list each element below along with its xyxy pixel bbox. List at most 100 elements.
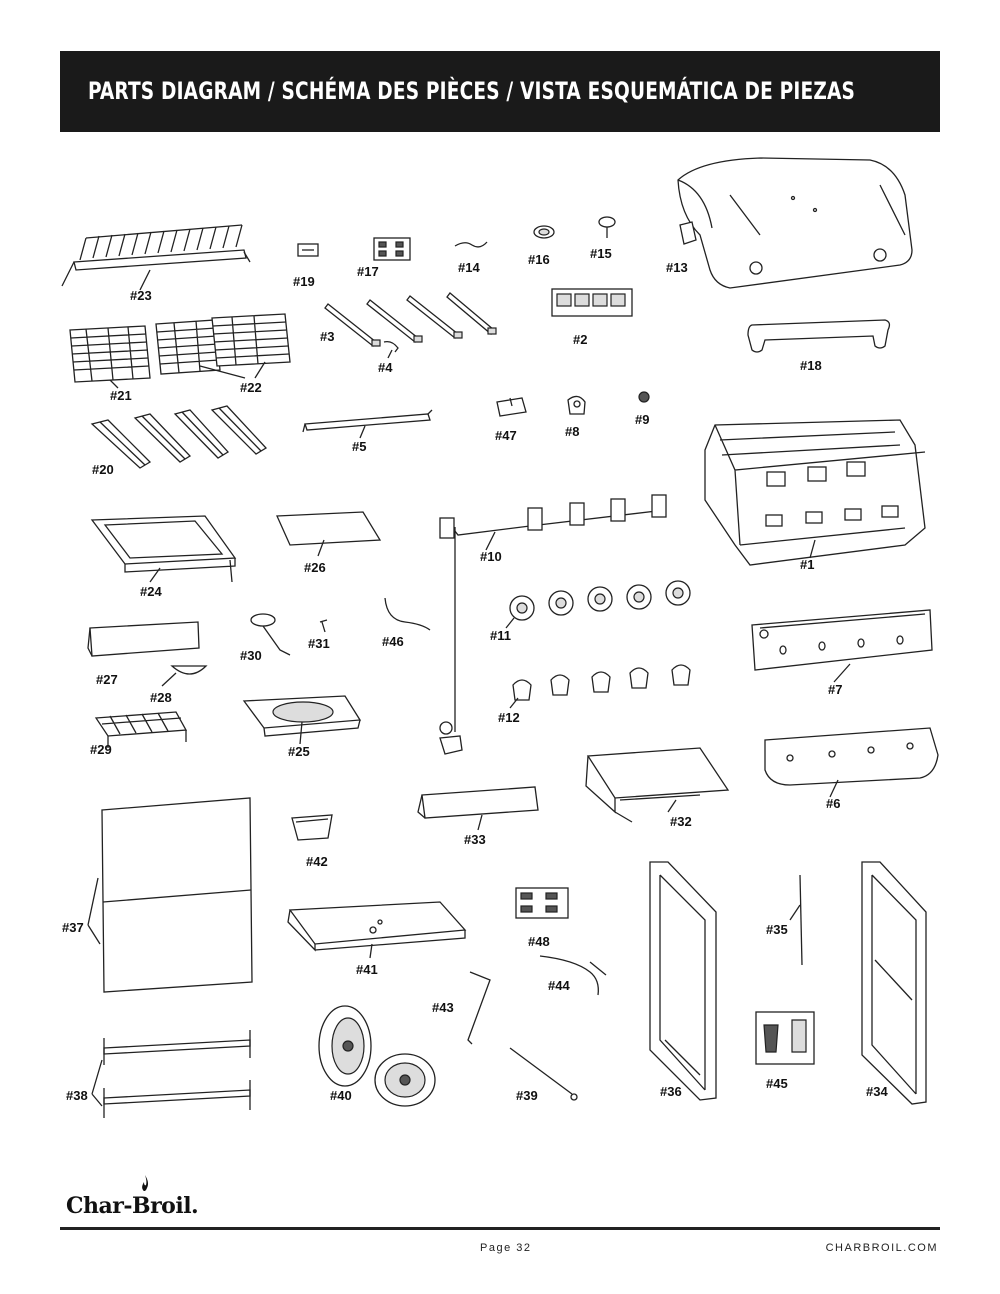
part-29-burner-grate <box>94 711 188 748</box>
website-link[interactable]: CHARBROIL.COM <box>825 1242 938 1254</box>
part-label-33: #33 <box>464 832 486 847</box>
footer-divider <box>60 1227 940 1230</box>
part-label-27: #27 <box>96 672 118 687</box>
part-8-clamp <box>567 395 586 415</box>
part-37-doors <box>101 797 253 993</box>
part-36-cart-side <box>649 861 717 1101</box>
part-label-41: #41 <box>356 962 378 977</box>
flame-icon <box>142 1175 149 1192</box>
part-label-35: #35 <box>766 922 788 937</box>
part-10-manifold <box>439 494 667 755</box>
part-42-grease-cup <box>291 814 333 841</box>
part-label-7: #7 <box>828 682 842 697</box>
part-4-burner-part <box>383 340 399 353</box>
part-label-24: #24 <box>140 584 162 599</box>
part-26-shelf-plate <box>276 511 382 546</box>
part-2-collector-boxes <box>551 288 633 317</box>
part-46-igniter-wire <box>384 597 431 631</box>
page-title: PARTS DIAGRAM / SCHÉMA DES PIÈCES / VIST… <box>88 77 856 105</box>
part-35-igniter-probe <box>799 874 803 966</box>
part-label-48: #48 <box>528 934 550 949</box>
part-label-30: #30 <box>240 648 262 663</box>
part-label-45: #45 <box>766 1076 788 1091</box>
part-45-hardware-bags <box>755 1011 815 1065</box>
part-21-22-cooking-grates <box>69 313 291 383</box>
part-label-47: #47 <box>495 428 517 443</box>
part-label-1: #1 <box>800 557 814 572</box>
brand-name: Char-Broil. <box>66 1193 199 1219</box>
part-label-21: #21 <box>110 388 132 403</box>
part-label-40: #40 <box>330 1088 352 1103</box>
part-label-22: #22 <box>240 380 262 395</box>
part-28-deflector <box>170 665 208 675</box>
part-label-43: #43 <box>432 1000 454 1015</box>
part-label-14: #14 <box>458 260 480 275</box>
part-label-36: #36 <box>660 1084 682 1099</box>
part-label-39: #39 <box>516 1088 538 1103</box>
part-12-knobs <box>512 664 691 701</box>
part-label-32: #32 <box>670 814 692 829</box>
part-40-wheels <box>318 1005 436 1107</box>
part-label-13: #13 <box>666 260 688 275</box>
part-9-electrode <box>638 391 650 403</box>
part-47-bracket <box>496 397 527 417</box>
brand-logo: Char-Broil. <box>66 1175 199 1219</box>
part-15-thermometer <box>598 216 616 238</box>
part-39-axle <box>509 1047 578 1101</box>
part-13-lid <box>677 157 913 289</box>
part-label-16: #16 <box>528 252 550 267</box>
part-11-knob-bezels <box>509 580 691 621</box>
part-24-side-shelf-frame <box>90 515 237 583</box>
part-23-warming-rack <box>61 224 251 287</box>
part-label-4: #4 <box>378 360 393 375</box>
part-1-firebox <box>704 419 926 566</box>
part-label-29: #29 <box>90 742 112 757</box>
part-44-wire-harness <box>539 955 607 996</box>
part-label-42: #42 <box>306 854 328 869</box>
part-18-handle <box>747 319 891 353</box>
part-label-34: #34 <box>866 1084 888 1099</box>
part-label-31: #31 <box>308 636 330 651</box>
part-label-6: #6 <box>826 796 840 811</box>
part-label-46: #46 <box>382 634 404 649</box>
part-16-bezel <box>533 225 555 239</box>
part-label-20: #20 <box>92 462 114 477</box>
part-7-control-panel <box>751 609 933 671</box>
part-label-26: #26 <box>304 560 326 575</box>
part-label-2: #2 <box>573 332 587 347</box>
part-label-25: #25 <box>288 744 310 759</box>
part-label-23: #23 <box>130 288 152 303</box>
part-label-18: #18 <box>800 358 822 373</box>
part-14-wire <box>454 241 488 248</box>
part-17-hardware <box>373 237 411 261</box>
part-41-bottom-tray <box>287 901 467 952</box>
part-20-heat-tents <box>90 405 268 469</box>
part-label-11: #11 <box>490 628 511 643</box>
part-38-cross-bars <box>103 1030 251 1118</box>
part-label-5: #5 <box>352 439 366 454</box>
part-19-clip <box>297 243 319 257</box>
part-label-3: #3 <box>320 329 334 344</box>
part-32-side-shelf <box>585 747 730 823</box>
part-label-15: #15 <box>590 246 612 261</box>
part-label-19: #19 <box>293 274 315 289</box>
part-27-panel <box>87 621 200 657</box>
part-34-cart-side <box>861 861 927 1105</box>
part-label-38: #38 <box>66 1088 88 1103</box>
part-30-side-burner <box>250 613 291 656</box>
part-43-bracket <box>467 971 491 1045</box>
part-6-front-panel <box>764 727 939 786</box>
part-label-8: #8 <box>565 424 579 439</box>
part-25-burner-pan <box>242 695 362 737</box>
part-label-17: #17 <box>357 264 379 279</box>
part-label-37: #37 <box>62 920 84 935</box>
part-label-9: #9 <box>635 412 649 427</box>
part-3-burners <box>324 292 497 347</box>
part-33-trim <box>417 786 539 819</box>
part-48-clips <box>515 887 569 919</box>
title-bar: PARTS DIAGRAM / SCHÉMA DES PIÈCES / VIST… <box>60 51 940 132</box>
part-label-12: #12 <box>498 710 520 725</box>
part-5-heat-shield <box>302 409 433 433</box>
page-number: Page 32 <box>480 1242 532 1254</box>
